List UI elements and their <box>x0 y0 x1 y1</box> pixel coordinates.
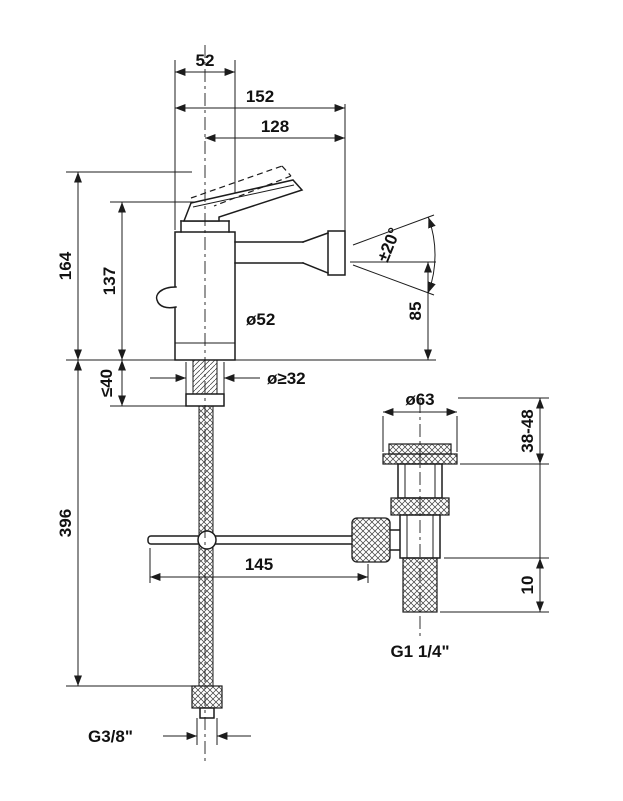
dim-label-52: 52 <box>196 51 215 70</box>
popup-rod-hook <box>155 286 177 309</box>
dim-label-128: 128 <box>261 117 289 136</box>
popup-rod-assembly <box>147 517 401 563</box>
dim-label-dia63: ø63 <box>405 390 434 409</box>
adjuster-knob <box>351 517 391 563</box>
dim-label-38-48: 38-48 <box>518 409 537 452</box>
supply-hose-assembly <box>191 405 223 719</box>
popup-rod <box>147 535 365 545</box>
ball-joint <box>197 530 217 550</box>
dimension-labels: 52 152 128 164 137 ≤40 396 ±20° 85 ø52 ø… <box>56 51 537 746</box>
dim-label-145: 145 <box>245 555 273 574</box>
lever-raised-position <box>190 165 292 207</box>
dim-label-164: 164 <box>56 251 75 280</box>
dim-label-dia32: ø≥32 <box>267 369 306 388</box>
dim-label-152: 152 <box>246 87 274 106</box>
dimension-lines <box>74 68 544 740</box>
thread-label-supply: G3/8" <box>88 727 133 746</box>
hose-connector <box>191 685 223 709</box>
dim-label-85: 85 <box>406 302 425 321</box>
thread-label-drain: G1 1/4" <box>390 642 449 661</box>
centerlines <box>204 45 421 764</box>
extension-lines <box>66 60 549 745</box>
hose-nipple <box>199 707 215 719</box>
spray-nozzle-band <box>327 230 346 276</box>
dim-label-137: 137 <box>100 267 119 295</box>
spray-angle-indicator <box>352 214 436 296</box>
dim-label-396: 396 <box>56 509 75 537</box>
dim-label-10: 10 <box>518 576 537 595</box>
dim-label-angle: ±20° <box>374 225 405 265</box>
spray-outlet <box>234 230 346 276</box>
lever-handle <box>182 179 304 222</box>
dim-label-40: ≤40 <box>97 369 116 397</box>
dim-label-dia52: ø52 <box>246 310 275 329</box>
